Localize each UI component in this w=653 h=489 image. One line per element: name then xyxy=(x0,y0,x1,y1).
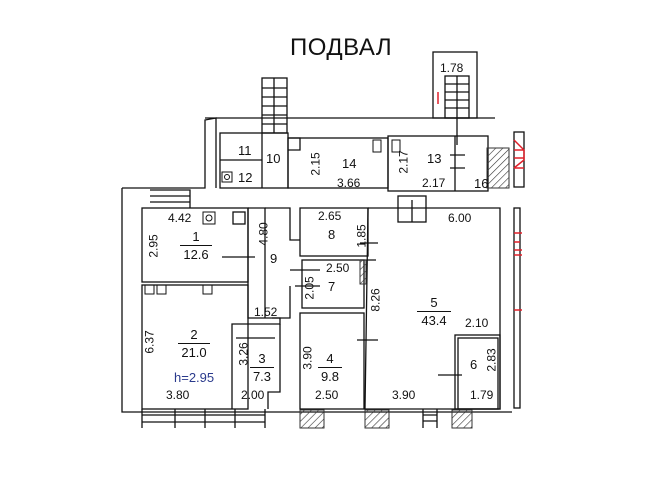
room-6-dim-height: 2.83 xyxy=(484,348,499,372)
room-4-area: 9.8 xyxy=(320,369,340,384)
room-2-label: 2 21.0 xyxy=(178,328,210,359)
room-2-area: 21.0 xyxy=(181,345,207,360)
room-16-number: 16 xyxy=(474,176,489,191)
room-14-number: 14 xyxy=(342,156,357,171)
plan-title: ПОДВАЛ xyxy=(290,34,393,61)
room-1-dim-width: 4.42 xyxy=(168,211,192,225)
room-3-number: 3 xyxy=(250,352,274,368)
room-4-dim-height: 3.90 xyxy=(300,346,315,370)
room-8-dim-height: 1.85 xyxy=(354,224,369,248)
room-8-number: 8 xyxy=(328,227,336,242)
room-4-number: 4 xyxy=(318,352,342,368)
room-2-dim-width: 3.80 xyxy=(166,388,190,402)
room-3-dim-width: 2.00 xyxy=(241,388,265,402)
room-1-number: 1 xyxy=(180,230,212,246)
room-2-number: 2 xyxy=(178,328,210,344)
room-12-number: 12 xyxy=(238,170,253,185)
room-13-dim-width: 2.17 xyxy=(422,176,446,190)
room-1-dim-height: 2.95 xyxy=(146,234,161,258)
room-13-number: 13 xyxy=(427,151,442,166)
room-6-dim-width: 1.79 xyxy=(470,388,494,402)
room-5-number: 5 xyxy=(417,296,451,312)
stair-dim-width: 1.78 xyxy=(440,61,464,75)
room-7-number: 7 xyxy=(328,279,336,294)
room-11-number: 11 xyxy=(238,143,252,158)
room-9-dim-length: 4.80 xyxy=(256,222,271,246)
room-3-label: 3 7.3 xyxy=(250,352,274,383)
room-9-dim-width: 1.52 xyxy=(254,305,278,319)
room-5-dim-top: 6.00 xyxy=(448,211,472,225)
room-5-area: 43.4 xyxy=(421,313,447,328)
room-4-label: 4 9.8 xyxy=(318,352,342,383)
room-3-dim-height: 3.26 xyxy=(236,342,251,366)
room-2-dim-height: 6.37 xyxy=(142,330,157,354)
room-5-dim-right: 2.10 xyxy=(465,316,489,330)
room-1-label: 1 12.6 xyxy=(180,230,212,261)
room-7-dim-width: 2.50 xyxy=(326,261,350,275)
room-5-dim-left: 8.26 xyxy=(368,288,383,312)
room-13-dim-height: 2.17 xyxy=(396,150,411,174)
room-10-number: 10 xyxy=(266,151,281,166)
room-5-dim-bottom: 3.90 xyxy=(392,388,416,402)
room-14-dim-width: 3.66 xyxy=(337,176,361,190)
room-5-label: 5 43.4 xyxy=(417,296,451,327)
room-8-dim-width: 2.65 xyxy=(318,209,342,223)
room-14-dim-height: 2.15 xyxy=(308,152,323,176)
ceiling-height-label: h=2.95 xyxy=(174,370,215,385)
room-9-number: 9 xyxy=(270,251,278,266)
room-1-area: 12.6 xyxy=(183,247,209,262)
room-3-area: 7.3 xyxy=(252,369,272,384)
room-6-number: 6 xyxy=(470,357,478,372)
room-7-dim-height: 2.05 xyxy=(302,276,317,300)
room-4-dim-width: 2.50 xyxy=(315,388,339,402)
